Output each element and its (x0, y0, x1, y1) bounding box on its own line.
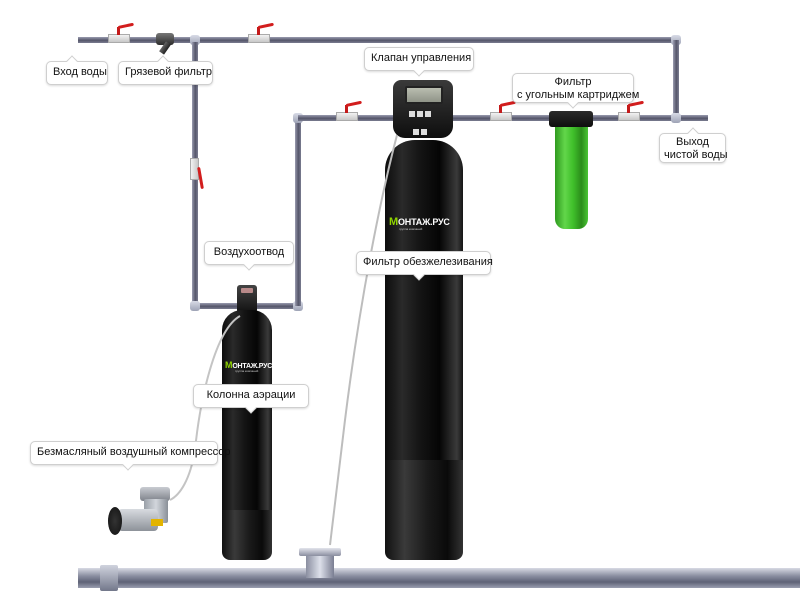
label-aeration-column: Колонна аэрации (206, 389, 296, 401)
inlet-valve[interactable] (108, 22, 134, 43)
carbon-filter-cap (549, 111, 593, 127)
bypass-valve[interactable] (248, 22, 274, 43)
carbon-filter-housing (555, 127, 588, 229)
pipe-elbow (293, 301, 303, 311)
drain-funnel (299, 548, 341, 556)
iron-removal-filter-tank (385, 140, 463, 460)
callout-oil-free-compressor: Безмасляный воздушный компрессор (30, 441, 230, 465)
drain-funnel-neck (306, 556, 334, 578)
control-valve-head[interactable] (393, 80, 453, 138)
label-control-valve: Клапан управления (371, 52, 472, 64)
callout-carbon-filter: Фильтр с угольным картриджем (512, 73, 639, 103)
label-oil-free-compressor: Безмасляный воздушный компрессор (37, 446, 231, 458)
carbon-filter-inlet-valve[interactable] (490, 100, 516, 121)
control-inlet-valve[interactable] (336, 100, 362, 121)
label-clean-water-outlet-line1: Выход (676, 136, 709, 148)
control-valve-display (405, 86, 443, 104)
control-valve-buttons (408, 105, 438, 141)
callout-water-inlet: Вход воды (46, 61, 108, 85)
pipe-tee (671, 113, 681, 123)
compressor-air-tube (169, 315, 241, 501)
callout-mud-filter: Грязевой фильтр (118, 61, 213, 85)
drain-tube (329, 134, 398, 546)
brand-logo: MОНТАЖ.РУС группа компаний (389, 216, 450, 231)
label-clean-water-outlet-line2: чистой воды (664, 149, 728, 161)
air-vent-valve (237, 285, 257, 313)
callout-control-valve: Клапан управления (364, 47, 474, 71)
aeration-column-base (222, 510, 272, 560)
iron-removal-filter-base (385, 460, 463, 560)
label-carbon-filter-line1: Фильтр (554, 76, 592, 88)
pipe-tee (190, 35, 200, 45)
callout-iron-removal-filter: Фильтр обезжелезивания (356, 251, 493, 275)
label-iron-removal-filter: Фильтр обезжелезивания (363, 256, 493, 268)
mud-filter-strainer (156, 33, 174, 45)
bypass-riser-pipe (673, 40, 679, 116)
label-water-inlet: Вход воды (53, 66, 107, 78)
callout-clean-water-outlet: Выход чистой воды (659, 133, 728, 163)
drain-pipe-coupling (100, 565, 118, 591)
oil-free-compressor (108, 487, 178, 545)
carbon-filter-outlet-valve[interactable] (618, 100, 644, 121)
inlet-pipe (78, 37, 678, 43)
callout-air-vent: Воздухоотвод (204, 241, 294, 265)
label-carbon-filter-line2: с угольным картриджем (517, 89, 640, 101)
label-mud-filter: Грязевой фильтр (125, 66, 213, 78)
sewer-drain-pipe (78, 568, 800, 588)
pipe-elbow (190, 301, 200, 311)
aeration-return-pipe (295, 118, 301, 306)
label-air-vent: Воздухоотвод (213, 246, 285, 258)
aeration-feed-valve[interactable] (190, 158, 204, 190)
callout-aeration-column: Колонна аэрации (193, 384, 309, 408)
brand-logo: MОНТАЖ.РУС группа компаний (225, 360, 273, 373)
